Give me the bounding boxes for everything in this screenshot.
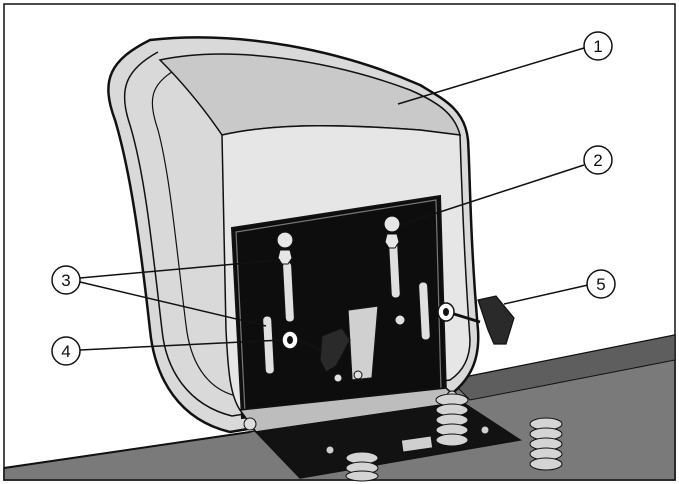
callout-2-label: 2 [593, 151, 602, 170]
callout-1-label: 1 [593, 37, 602, 56]
leader-line-3b [79, 281, 267, 327]
adjustment-slot-left [262, 315, 275, 375]
ball-bolt-left [276, 231, 294, 265]
callout-3: 3 [51, 265, 81, 295]
callout-4-label: 4 [61, 342, 70, 361]
ball-bolt-right [383, 215, 401, 249]
mounting-plate [230, 194, 448, 420]
leader-line-4 [79, 339, 283, 351]
callout-2: 2 [583, 145, 613, 175]
callout-1: 1 [583, 31, 613, 61]
callout-3-label: 3 [61, 271, 70, 290]
leader-line-3a [79, 259, 281, 279]
leader-line-2 [399, 164, 585, 226]
callout-5-label: 5 [596, 275, 605, 294]
spring-right [529, 417, 563, 471]
leader-line-5 [503, 284, 589, 305]
spring-front [345, 451, 379, 482]
callout-5: 5 [586, 269, 616, 299]
leader-lines [79, 47, 589, 351]
spring-center [435, 393, 469, 447]
floor [3, 334, 676, 481]
callout-4: 4 [51, 336, 81, 366]
leader-line-1 [397, 47, 585, 105]
center-bracket [347, 305, 379, 381]
knob-right [437, 295, 515, 345]
adjustment-slot-right [418, 281, 431, 341]
